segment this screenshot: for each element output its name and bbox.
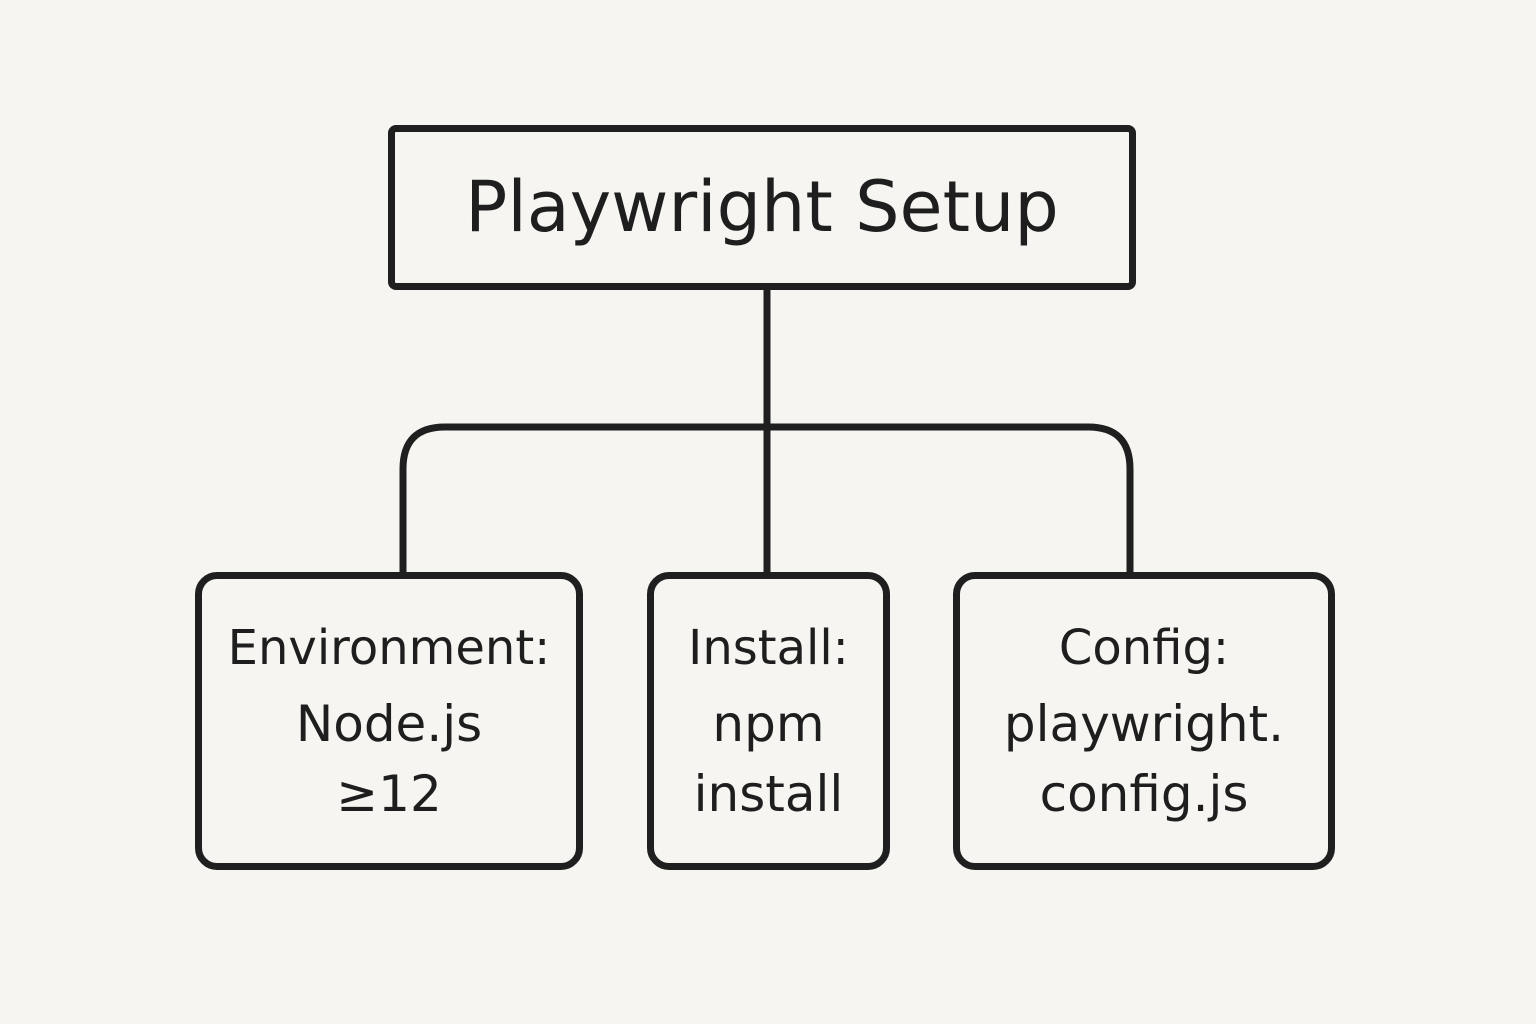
environment-line-2: ≥12 [336, 765, 442, 823]
config-node: Config: playwright. config.js [953, 572, 1335, 870]
environment-node: Environment: Node.js ≥12 [195, 572, 583, 870]
config-line-1: playwright. [1003, 695, 1285, 753]
install-node: Install: npm install [647, 572, 890, 870]
config-line-2: config.js [1039, 765, 1249, 823]
connector-branch-right [763, 423, 1134, 576]
install-heading: Install: [688, 620, 849, 676]
install-line-2: install [693, 765, 844, 823]
environment-heading: Environment: [227, 620, 551, 676]
connector-branch-left [399, 423, 771, 576]
root-node: Playwright Setup [388, 125, 1136, 290]
install-line-1: npm [712, 695, 825, 753]
config-heading: Config: [1058, 620, 1230, 676]
environment-line-1: Node.js [295, 695, 483, 753]
root-label: Playwright Setup [465, 166, 1059, 248]
